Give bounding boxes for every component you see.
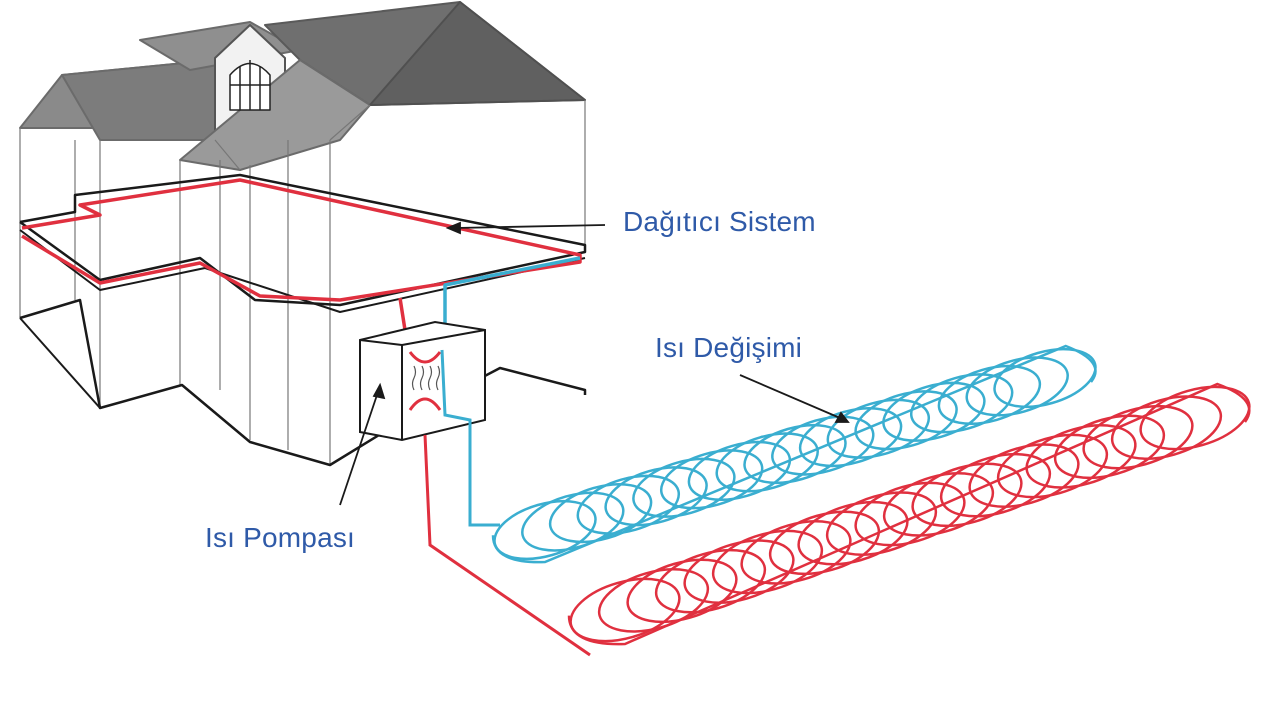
blue-coil-loop [548,483,653,544]
red-coil-loop [1082,404,1194,470]
blue-coil-loop [882,381,986,442]
dormer-window [229,60,271,111]
blue-coil-loop [937,364,1042,425]
blue-coil-loop [909,373,1014,434]
red-coil-loop [683,539,795,604]
red-coil-loop [1139,385,1251,451]
red-coil-loop [939,452,1052,518]
blue-coil-loop [771,415,875,476]
blue-coil-loop [604,466,708,527]
red-coil-loop-return [567,382,1251,646]
red-coil-loop [654,548,767,614]
red-coil-loop [1025,424,1137,489]
red-coil-loop [996,433,1109,499]
red-coil-loop [626,558,738,624]
distribution-system-label: Dağıtıcı Sistem [623,206,816,237]
leader-distribution [454,224,606,229]
leader-lines [339,221,850,506]
red-coil-loop [740,520,852,585]
red-coil-loop [854,481,966,547]
red-coil-loop [968,443,1080,508]
supply-coil [567,382,1251,646]
roof-main-right [369,1,586,106]
red-coil-loop [711,529,824,595]
blue-coil-loop [965,356,1069,417]
blue-coil-loop [798,407,903,468]
heat-exchange-label: Isı Değişimi [655,332,803,363]
red-coil-loop [882,472,995,537]
heat-pump-unit [359,320,486,442]
blue-coil-loop [659,449,764,510]
heat-pump-label: Isı Pompası [205,522,356,553]
blue-coil-loop [632,457,736,518]
blue-coil-loop [493,499,597,561]
blue-coil-loop [687,440,792,501]
red-coil-loop [768,510,881,576]
house [19,1,587,467]
feed-pipes [423,349,591,657]
blue-coil-loop [576,474,681,535]
blue-coil-loop [826,398,931,459]
red-coil-loop [911,462,1023,528]
leader-heat-exchange [739,374,841,419]
leader-heat-pump [339,391,379,506]
blue-coil-loop [854,390,958,451]
blue-coil-loop-return [491,344,1097,564]
red-coil-loop [1053,414,1166,480]
blue-coil-loop [743,423,847,485]
red-coil-loop [797,500,909,566]
blue-coil-loop [993,347,1097,409]
blue-coil-loop [715,432,819,493]
ground-outline [19,298,587,467]
return-coil [491,344,1097,564]
red-coil-loop [1110,395,1223,460]
floor-outline [19,173,587,307]
distribution-pipes [21,178,582,351]
roof-main-front [179,59,371,171]
